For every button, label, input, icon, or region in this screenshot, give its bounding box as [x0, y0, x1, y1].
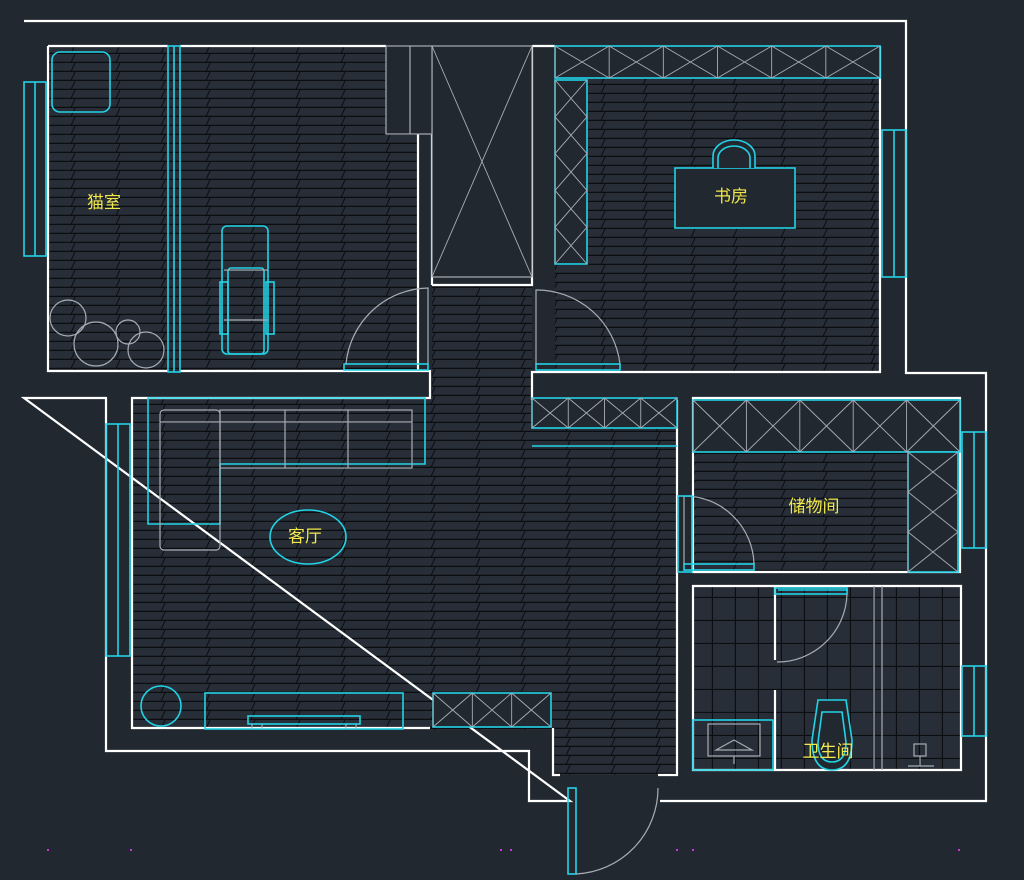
sofa — [159, 409, 413, 551]
hall-cabinet — [531, 397, 678, 429]
study-furniture — [554, 45, 881, 265]
tv — [247, 715, 361, 729]
living-room-furniture — [140, 397, 678, 730]
coffee-table — [269, 509, 347, 565]
bathroom-fixtures — [692, 586, 934, 771]
label-bathroom: 卫生间 — [803, 742, 854, 762]
shower-mixer — [908, 743, 934, 767]
desk-chair — [712, 139, 756, 168]
door-study — [535, 289, 621, 371]
label-study: 书房 — [714, 187, 748, 207]
closet — [385, 45, 433, 135]
window-storage — [961, 431, 987, 549]
doors — [343, 287, 848, 875]
door-cat-room — [343, 287, 429, 371]
window-study — [881, 129, 907, 278]
cat-bed — [51, 51, 111, 113]
dimension-markers — [47, 849, 960, 851]
shoe-cabinet — [432, 692, 552, 728]
label-storage: 储物间 — [789, 497, 840, 517]
storage-top-shelf — [692, 399, 961, 453]
window-bathroom — [961, 665, 987, 737]
storage-furniture — [677, 399, 961, 573]
study-top-cabinet — [554, 45, 881, 79]
study-desk — [674, 167, 796, 229]
room-labels: 猫室 书房 客厅 储物间 卫生间 — [87, 187, 854, 762]
walls — [20, 19, 988, 803]
central-shaft — [385, 45, 533, 278]
windows — [23, 81, 987, 737]
label-living-room: 客厅 — [288, 527, 322, 547]
cat-tree — [49, 299, 165, 369]
window-cat-room — [23, 81, 47, 257]
cat-room-furniture — [49, 45, 275, 373]
window-living-room — [105, 423, 131, 657]
tv-cabinet — [204, 692, 404, 730]
door-entrance — [567, 787, 659, 875]
shower-screen — [873, 586, 883, 770]
storage-right-shelf — [907, 451, 959, 573]
side-table — [140, 685, 182, 727]
lounge-chair — [219, 225, 275, 355]
wash-basin — [692, 719, 774, 771]
label-cat-room: 猫室 — [87, 193, 121, 213]
study-left-cabinet — [554, 79, 588, 265]
door-bathroom — [774, 587, 848, 663]
